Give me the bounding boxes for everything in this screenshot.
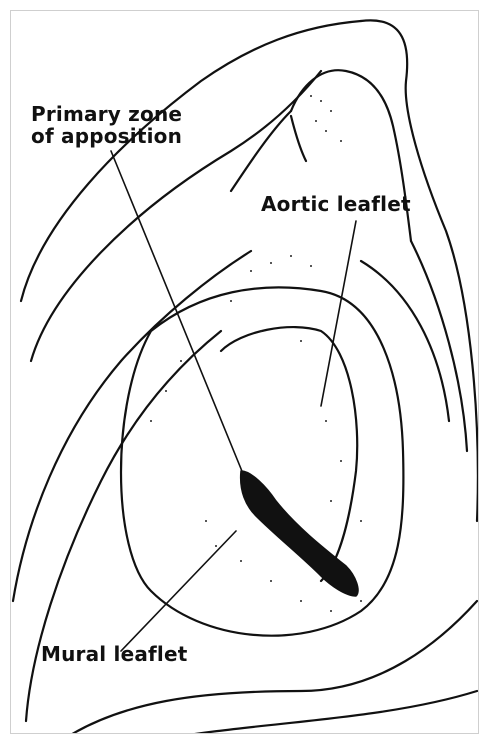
right-arc-1 bbox=[361, 261, 449, 421]
label-mural-leaflet: Mural leaflet bbox=[41, 643, 188, 665]
outer-contour-left bbox=[21, 21, 361, 301]
zone-of-apposition bbox=[241, 471, 358, 596]
annulus bbox=[121, 287, 403, 635]
figure-frame: Primary zone of apposition Aortic leafle… bbox=[10, 10, 479, 734]
label-aortic-leaflet: Aortic leaflet bbox=[261, 193, 411, 215]
leader-mural bbox=[121, 531, 236, 651]
leader-primary-zone bbox=[111, 151, 246, 481]
lower-contour-1 bbox=[61, 601, 477, 733]
label-primary-zone: Primary zone of apposition bbox=[31, 103, 182, 147]
upper-lobe-inner bbox=[291, 116, 306, 161]
label-primary-zone-line1: Primary zone bbox=[31, 103, 182, 125]
outer-contour-right bbox=[361, 20, 478, 521]
lower-contour-2 bbox=[151, 691, 477, 733]
upper-lobe-wall bbox=[231, 111, 291, 191]
label-primary-zone-line2: of apposition bbox=[31, 125, 182, 147]
leader-aortic bbox=[321, 221, 356, 406]
